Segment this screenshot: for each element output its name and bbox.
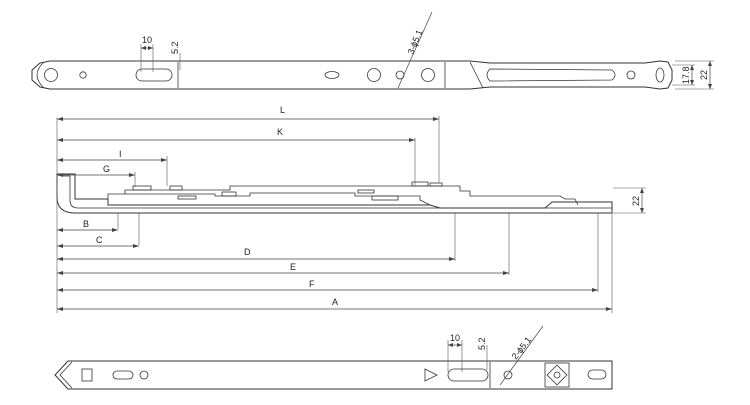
bottom-triangle-mark — [424, 368, 438, 382]
dim-arrow — [57, 244, 63, 248]
dim-arrow — [161, 158, 167, 162]
dim-arrow — [690, 80, 694, 85]
dim-arrow — [503, 271, 509, 275]
top-arm-hole-6 — [626, 70, 636, 80]
dim-arrow — [448, 343, 453, 347]
bottom-square-boss — [544, 362, 570, 388]
dim-arrow — [640, 188, 644, 193]
side-rivet-3 — [177, 195, 197, 200]
dim-arrow — [57, 117, 63, 121]
side-rivet-7 — [411, 181, 429, 187]
dim-arrow — [141, 46, 146, 50]
top-view: 10 5.2 3-ϕ5.1 17.8 22 — [31, 11, 714, 90]
top-holes-leader — [397, 11, 433, 89]
top-arm-long-slot — [486, 68, 616, 82]
dim-arrow — [57, 158, 63, 162]
top-slot-offset-label: 5.2 — [170, 41, 180, 54]
bottom-plate-outline — [54, 360, 613, 390]
side-view: L K I G B C D E — [56, 105, 646, 313]
dim-arrow — [449, 257, 455, 261]
label-G: G — [103, 164, 110, 174]
bottom-boss-hole — [553, 371, 561, 379]
dim-arrow — [592, 288, 598, 292]
dim-arrow — [433, 117, 439, 121]
label-D: D — [244, 247, 251, 257]
top-arm-oblong-hole — [324, 71, 340, 79]
dim-arrow — [112, 228, 118, 232]
top-arm-hole-3 — [367, 68, 381, 82]
side-rivet-5 — [357, 189, 375, 194]
dim-arrow — [457, 343, 462, 347]
top-outer-height-label: 22 — [699, 70, 709, 80]
dim-arrow — [606, 307, 612, 311]
label-I: I — [119, 149, 122, 159]
bottom-hole-1 — [503, 370, 513, 380]
top-arm-outline — [31, 60, 673, 90]
dim-arrow — [129, 173, 135, 177]
label-L: L — [280, 105, 285, 115]
dim-arrow — [708, 84, 712, 89]
bottom-square-hole — [81, 368, 93, 382]
side-rivet-1 — [132, 185, 152, 191]
side-base-hook — [62, 175, 612, 209]
dim-arrow — [640, 208, 644, 213]
bottom-end-slot — [587, 369, 607, 380]
dim-arrow — [148, 46, 153, 50]
bottom-oblong-hole — [112, 370, 134, 380]
top-arm-taper-line — [469, 61, 484, 89]
top-arm-slot — [135, 68, 173, 82]
bottom-holes-leader — [499, 325, 544, 386]
top-arm-hole-2 — [79, 71, 87, 79]
dim-arrow — [57, 288, 63, 292]
top-arm-end-hole — [655, 67, 665, 83]
top-arm-hole-1 — [44, 68, 58, 82]
label-B: B — [83, 219, 89, 229]
bottom-round-hole — [139, 370, 149, 380]
bottom-boss-inner — [546, 364, 568, 386]
dim-arrow — [57, 138, 63, 142]
side-rivet-2 — [169, 185, 183, 191]
bottom-slot-offset-label: 5.2 — [477, 337, 487, 350]
side-rivet-6 — [371, 195, 399, 201]
top-arm-hole-5 — [421, 68, 435, 82]
side-rivet-4 — [221, 191, 237, 197]
dim-arrow — [690, 65, 694, 70]
dim-arrow — [57, 228, 63, 232]
label-A: A — [332, 297, 338, 307]
dim-arrow — [57, 271, 63, 275]
side-rivet-8 — [429, 182, 443, 187]
dim-arrow — [708, 61, 712, 66]
bottom-plate-pointed-end — [59, 361, 73, 389]
dim-arrow — [57, 257, 63, 261]
top-inner-height-label: 17.8 — [681, 66, 691, 84]
side-base-plate — [56, 173, 613, 214]
top-slot-width-label: 10 — [142, 35, 152, 45]
side-upper-layer-2 — [125, 192, 431, 206]
dim-arrow — [57, 173, 63, 177]
dim-arrow — [133, 244, 139, 248]
dim-arrow — [409, 138, 415, 142]
side-height-label: 22 — [631, 196, 641, 206]
bottom-slot-width-label: 10 — [450, 333, 460, 343]
bottom-slot — [447, 368, 489, 382]
dim-arrow — [57, 307, 63, 311]
top-arm-rounded-end — [36, 61, 45, 89]
label-K: K — [277, 127, 283, 137]
side-upper-layer-1 — [107, 185, 579, 206]
label-C: C — [96, 235, 103, 245]
label-E: E — [290, 262, 296, 272]
label-F: F — [309, 279, 315, 289]
